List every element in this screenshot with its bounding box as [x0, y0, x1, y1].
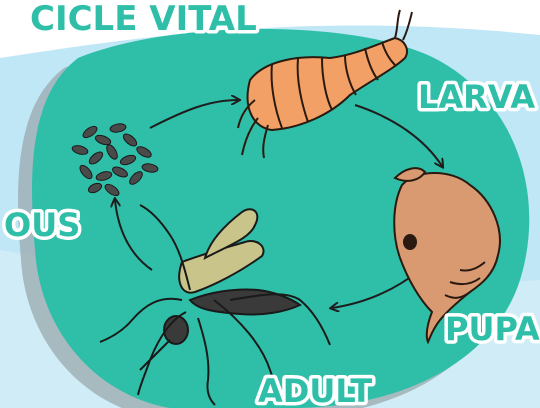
- stage-label-pupa: PUPA: [445, 310, 540, 348]
- diagram-title: CICLE VITAL: [30, 0, 257, 39]
- stage-label-eggs: OUS: [4, 206, 80, 244]
- stage-label-adult: ADULT: [258, 372, 372, 408]
- stage-label-larva: LARVA: [418, 78, 535, 116]
